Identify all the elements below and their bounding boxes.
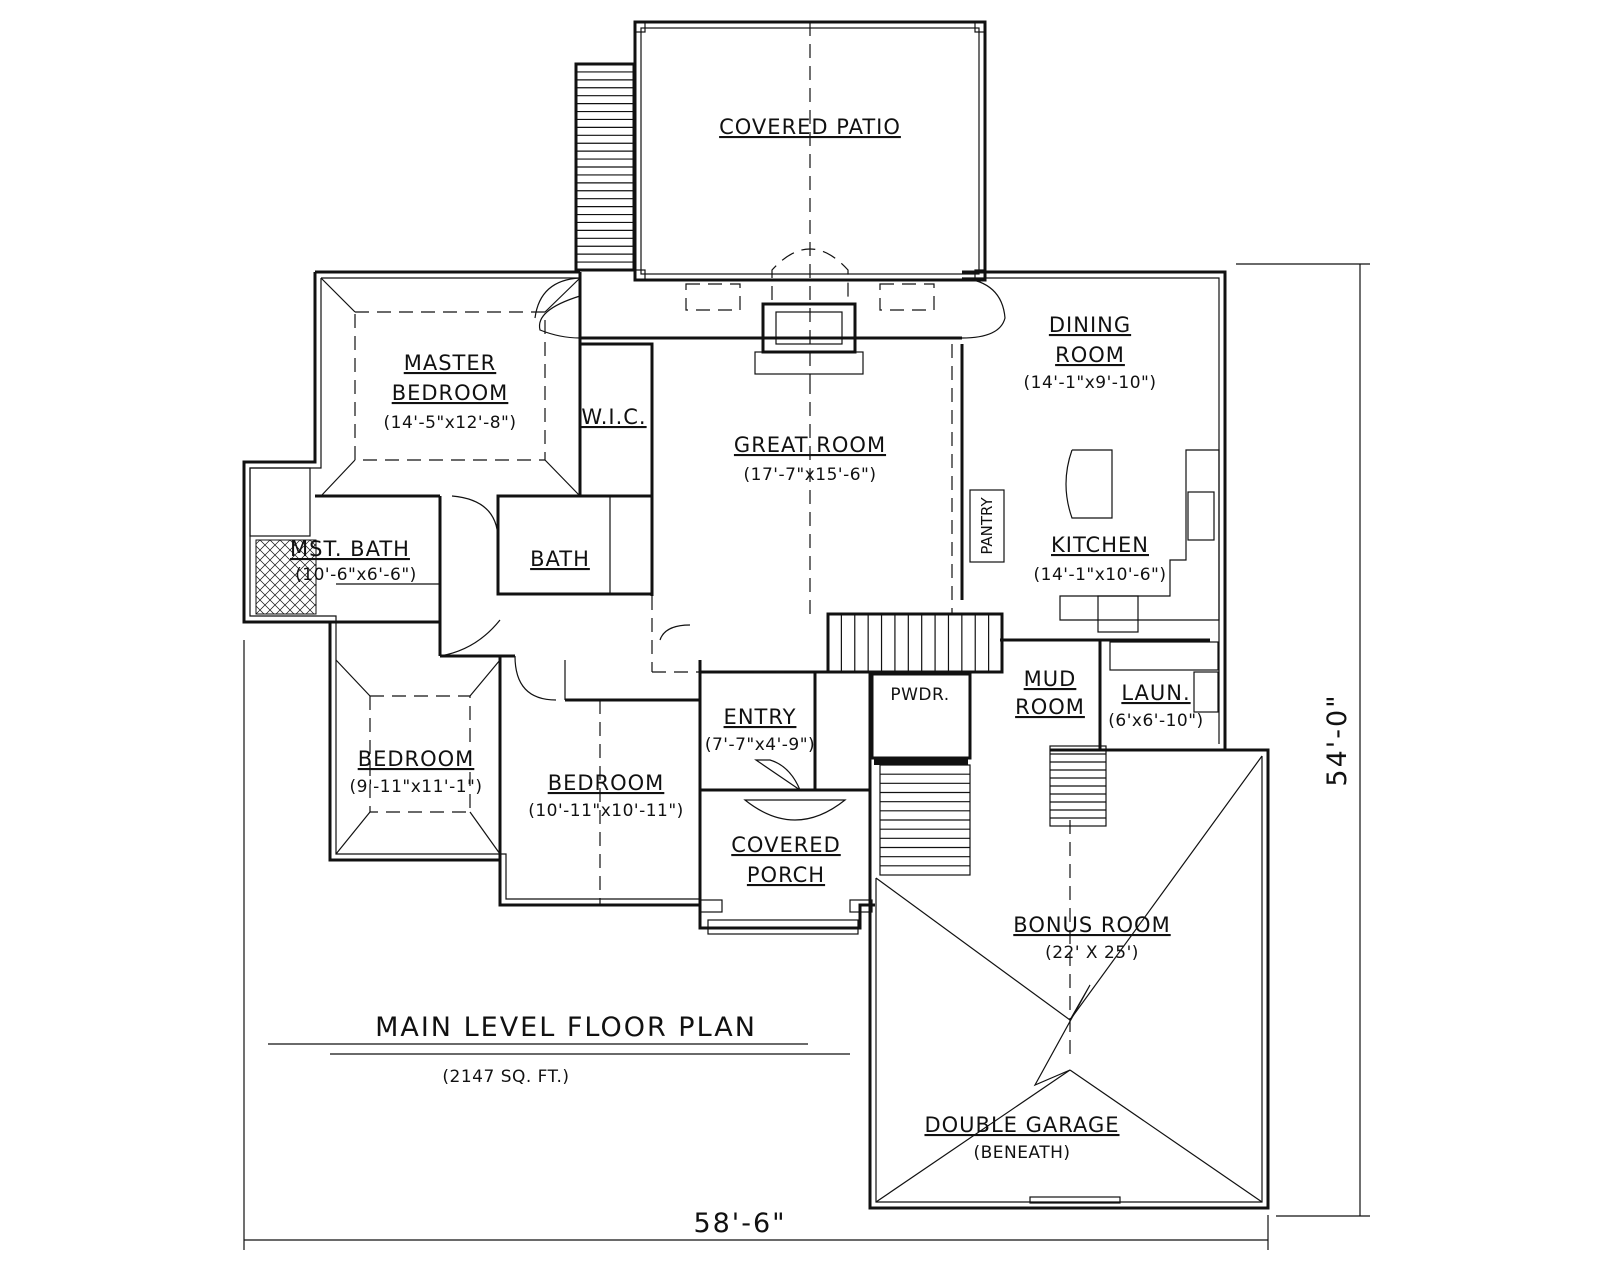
covered-porch-graphics — [699, 799, 873, 935]
dining-room-dim: (14'-1"x9'-10") — [1024, 373, 1157, 393]
exterior-walls — [242, 270, 1270, 1210]
covered-patio-label: COVERED PATIO — [719, 115, 901, 139]
bonus-room-label: BONUS ROOM — [1013, 913, 1170, 937]
mud-room-label-1: MUD — [1024, 667, 1077, 691]
covered-patio-structure — [633, 20, 987, 380]
depth-dimension: 54'-0" — [1322, 693, 1353, 786]
pwdr-label: PWDR. — [890, 685, 949, 705]
great-room-dim: (17'-7"x15'-6") — [744, 465, 877, 485]
covered-porch-label-2: PORCH — [747, 863, 825, 887]
great-room-label: GREAT ROOM — [734, 433, 886, 457]
double-garage-label: DOUBLE GARAGE — [924, 1113, 1119, 1137]
master-bedroom-dim: (14'-5"x12'-8") — [384, 413, 517, 433]
entry-dim: (7'-7"x4'-9") — [705, 735, 815, 755]
double-garage-note: (BENEATH) — [973, 1143, 1070, 1163]
bonus-room-dim: (22' X 25') — [1045, 943, 1139, 963]
interior-walls — [249, 272, 1225, 905]
dimension-lines — [243, 263, 1370, 1250]
bedroom-left-dim: (9'-11"x11'-1") — [350, 777, 483, 797]
entry-label: ENTRY — [724, 705, 797, 729]
covered-porch-label-1: COVERED — [731, 833, 841, 857]
laun-label: LAUN. — [1121, 681, 1190, 705]
bath-label: BATH — [530, 547, 590, 571]
patio-stairs — [574, 62, 636, 272]
kitchen-label: KITCHEN — [1051, 533, 1149, 557]
kitchen-dim: (14'-1"x10'-6") — [1034, 565, 1167, 585]
bedroom-left-label: BEDROOM — [358, 747, 475, 771]
bedroom-mid-dim: (10'-11"x10'-11") — [528, 801, 684, 821]
width-dimension: 58'-6" — [693, 1208, 786, 1239]
pantry-label: PANTRY — [978, 496, 996, 554]
mst-bath-label: MST. BATH — [290, 537, 410, 561]
master-bedroom-label-2: BEDROOM — [392, 381, 509, 405]
bonus-room-graphics — [875, 755, 1263, 1204]
dining-room-label-1: DINING — [1049, 313, 1131, 337]
dining-room-label-2: ROOM — [1055, 343, 1125, 367]
mst-bath-dim: (10'-6"x6'-6") — [295, 565, 417, 585]
master-bedroom-label-1: MASTER — [404, 351, 497, 375]
laun-dim: (6'x6'-10") — [1108, 711, 1203, 731]
bedroom-mid-label: BEDROOM — [548, 771, 665, 795]
mud-room-label-2: ROOM — [1015, 695, 1085, 719]
plan-area: (2147 SQ. FT.) — [442, 1067, 569, 1087]
plan-title: MAIN LEVEL FLOOR PLAN — [375, 1012, 757, 1043]
wic-label: W.I.C. — [581, 405, 646, 429]
door-swings — [439, 277, 1006, 792]
